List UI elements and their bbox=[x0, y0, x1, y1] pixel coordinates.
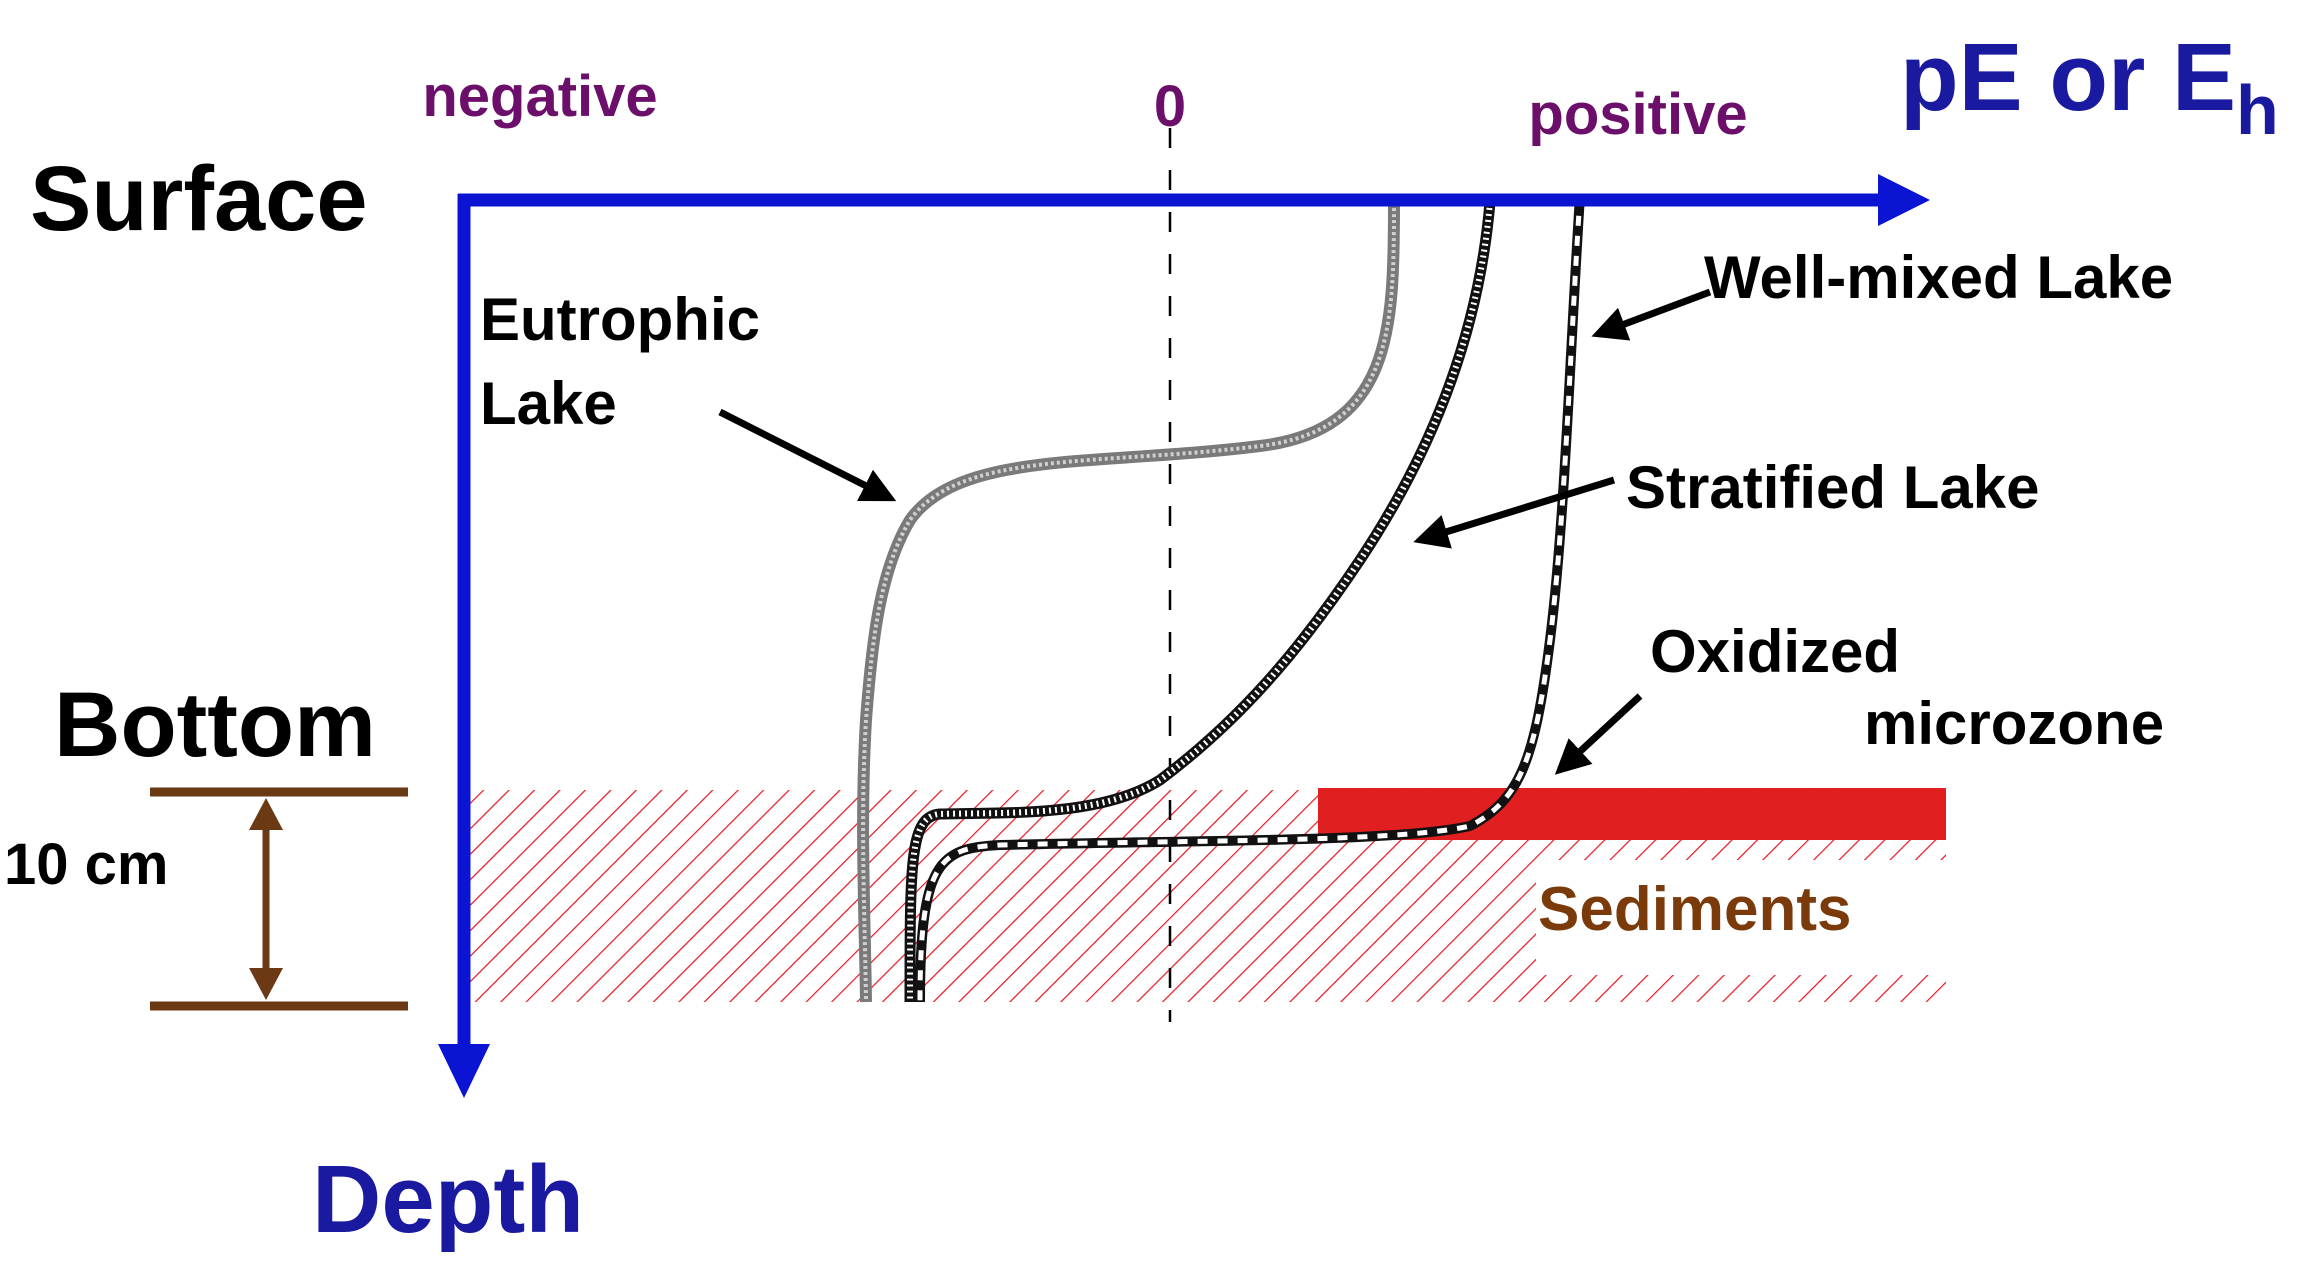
stratified-label: Stratified Lake bbox=[1626, 454, 2039, 521]
surface-label: Surface bbox=[30, 148, 368, 250]
bottom-label: Bottom bbox=[54, 674, 376, 776]
y-axis-arrowhead bbox=[438, 1044, 490, 1098]
stratified-arrow bbox=[1413, 476, 1616, 549]
x-axis-title: pE or Eh bbox=[1900, 24, 2279, 149]
eutrophic-label-line1: Eutrophic bbox=[480, 286, 760, 353]
well-mixed-arrow bbox=[1591, 288, 1712, 341]
annotation-arrows bbox=[718, 288, 1712, 775]
tick-zero-label: 0 bbox=[1154, 74, 1186, 139]
thickness-bracket bbox=[150, 787, 408, 1011]
y-axis-title: Depth bbox=[312, 1146, 584, 1253]
tick-negative-label: negative bbox=[422, 64, 657, 129]
sediments-label: Sediments bbox=[1538, 875, 1852, 944]
redox-curves bbox=[857, 195, 1585, 1003]
eutrophic-label-line2: Lake bbox=[480, 370, 617, 437]
eutrophic-arrow bbox=[718, 408, 897, 502]
tick-positive-label: positive bbox=[1528, 82, 1747, 147]
thickness-label: 10 cm bbox=[4, 832, 168, 897]
oxidized-arrow bbox=[1554, 693, 1643, 775]
oxidized-label-line1: Oxidized bbox=[1650, 618, 1900, 685]
well-mixed-label: Well-mixed Lake bbox=[1704, 244, 2173, 311]
well-mixed-lake-curve bbox=[915, 195, 1585, 1003]
x-axis-arrowhead bbox=[1878, 174, 1930, 226]
axes bbox=[438, 174, 1930, 1098]
oxidized-label-line2: microzone bbox=[1864, 690, 2164, 757]
